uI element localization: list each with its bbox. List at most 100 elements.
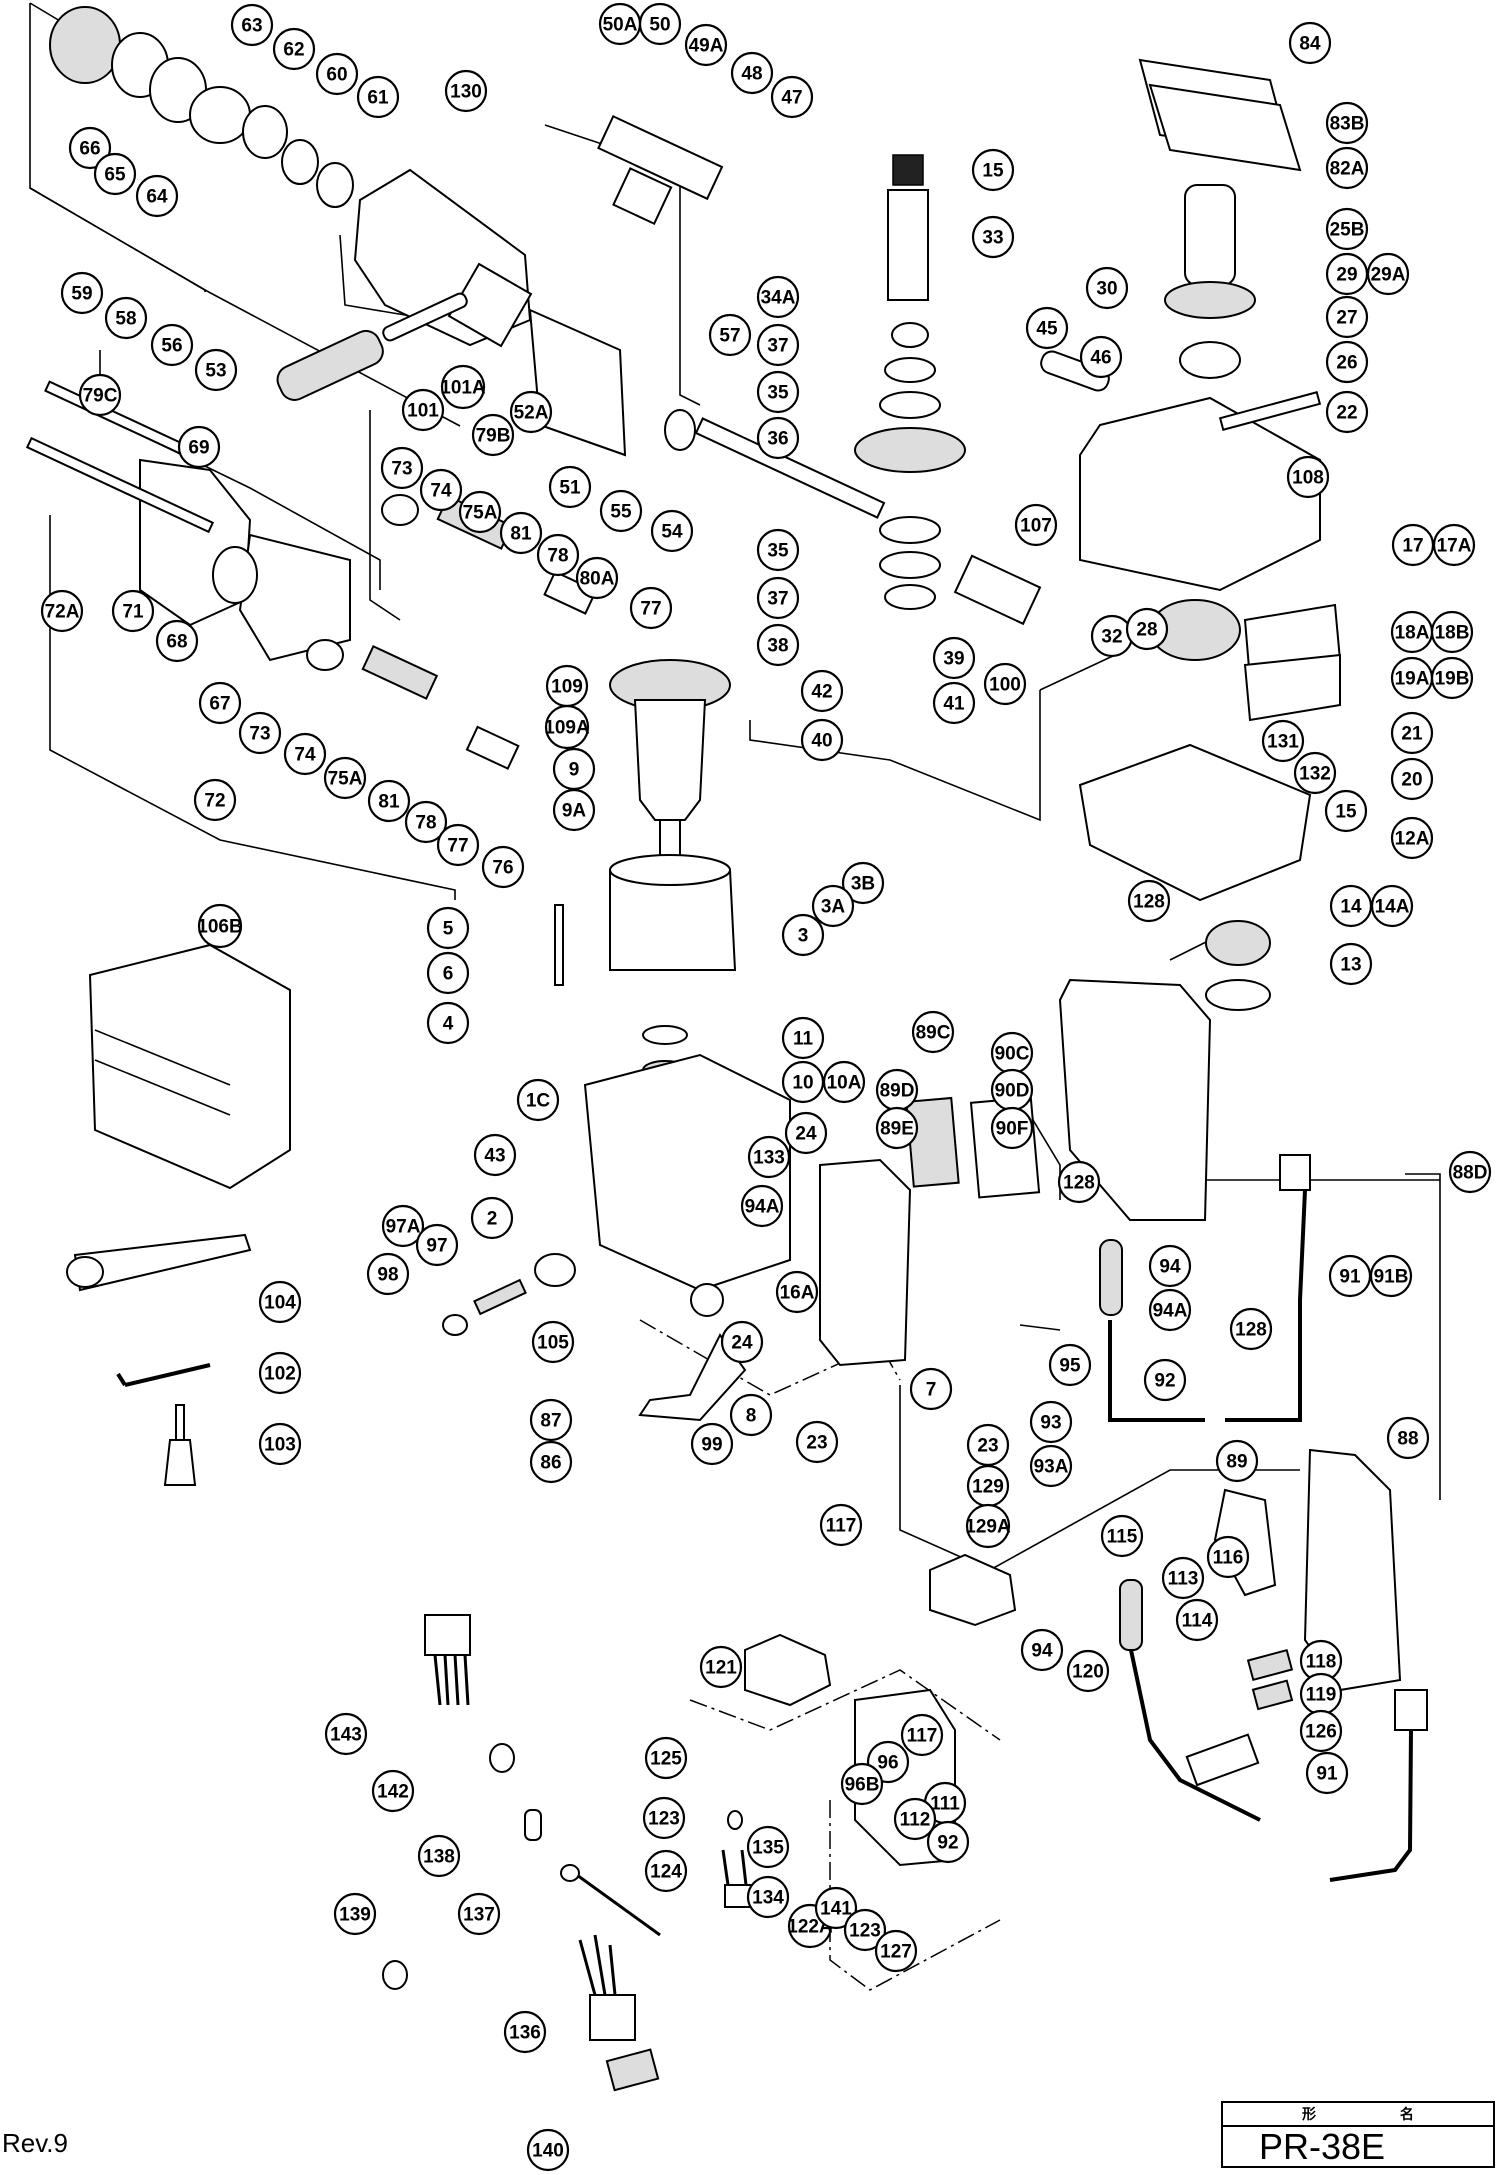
callout-circle: [471, 413, 515, 457]
callout-141: 141: [814, 1886, 858, 1930]
callout-35: 35: [756, 370, 800, 414]
callout-circle: [926, 1820, 970, 1864]
callout-label: 83B: [1330, 114, 1365, 135]
callout-circle: [544, 704, 590, 750]
callout-circle: [68, 126, 112, 170]
callout-20: 20: [1390, 757, 1434, 801]
callout-label: 134: [752, 1888, 784, 1909]
callout-label: 90D: [995, 1081, 1030, 1102]
callout-circle: [283, 732, 327, 776]
callout-54: 54: [650, 509, 694, 553]
callout-circle: [781, 1016, 825, 1060]
callout-61: 61: [356, 75, 400, 119]
callout-104: 104: [258, 1280, 302, 1324]
callout-label: 140: [532, 2141, 564, 2162]
callout-circle: [473, 1133, 517, 1177]
callout-label: 53: [205, 361, 226, 382]
callout-circle: [740, 1184, 784, 1228]
callout-label: 89D: [880, 1081, 915, 1102]
callout-label: 35: [767, 383, 789, 404]
callout-label: 10: [792, 1073, 813, 1094]
callout-117: 117: [900, 1713, 944, 1757]
callout-label: 94: [1159, 1257, 1181, 1278]
callout-label: 123: [849, 1921, 881, 1942]
callout-label: 3: [798, 926, 809, 947]
callout-78: 78: [404, 800, 448, 844]
callout-circle: [503, 2010, 547, 2054]
callout-label: 14A: [1375, 897, 1410, 918]
callout-label: 109A: [544, 718, 590, 739]
callout-circle: [1366, 252, 1410, 296]
callout-label: 98: [377, 1265, 398, 1286]
title-block: 形 名 PR-38E: [1221, 2101, 1495, 2168]
callout-26: 26: [1325, 340, 1369, 384]
callout-circle: [840, 1762, 884, 1806]
callout-label: 25B: [1330, 220, 1365, 241]
callout-circle: [822, 1060, 866, 1104]
callout-label: 131: [1267, 732, 1299, 753]
callout-18A: 18A: [1390, 610, 1434, 654]
callout-label: 50A: [603, 15, 638, 36]
callout-90C: 90C: [990, 1031, 1034, 1075]
callout-37: 37: [756, 323, 800, 367]
callout-circle: [874, 1929, 918, 1973]
callout-84: 84: [1288, 21, 1332, 65]
callout-1C: 1C: [516, 1078, 560, 1122]
callout-72A: 72A: [40, 589, 84, 633]
callout-label: 120: [1072, 1662, 1104, 1683]
callout-circle: [1329, 942, 1373, 986]
callout-24: 24: [784, 1111, 828, 1155]
callout-113: 113: [1161, 1556, 1205, 1600]
callout-label: 75A: [328, 769, 363, 790]
callout-98: 98: [366, 1252, 410, 1296]
callout-label: 19B: [1435, 669, 1470, 690]
callout-79C: 79C: [78, 373, 122, 417]
callout-label: 81: [378, 792, 400, 813]
callout-circle: [1430, 610, 1474, 654]
callout-circle: [529, 1398, 573, 1442]
callout-label: 39: [943, 649, 964, 670]
callout-91B: 91B: [1369, 1254, 1413, 1298]
callout-label: 130: [450, 82, 482, 103]
callout-label: 88D: [1453, 1163, 1488, 1184]
callout-circle: [1325, 340, 1369, 384]
callout-label: 48: [741, 64, 762, 85]
callout-29: 29: [1325, 252, 1369, 296]
callout-6: 6: [426, 951, 470, 995]
callout-123: 123: [642, 1796, 686, 1840]
part-121-cap: [744, 1633, 832, 1707]
callout-label: 89E: [880, 1119, 914, 1140]
callout-24: 24: [720, 1320, 764, 1364]
callout-circle: [1369, 1254, 1413, 1298]
callout-57: 57: [708, 313, 752, 357]
callout-label: 107: [1020, 516, 1052, 537]
callout-circle: [1390, 711, 1434, 755]
callout-label: 50: [649, 15, 670, 36]
callout-87: 87: [529, 1398, 573, 1442]
callout-circle: [1324, 789, 1368, 833]
callout-label: 30: [1096, 279, 1117, 300]
callout-22: 22: [1325, 390, 1369, 434]
part-66-clutch-nut: [49, 6, 121, 84]
callout-label: 7: [926, 1380, 937, 1401]
callout-circle: [983, 662, 1027, 706]
callout-circle: [746, 1825, 790, 1869]
callout-81: 81: [367, 779, 411, 823]
callout-circle: [971, 215, 1015, 259]
callout-label: 15: [1335, 802, 1357, 823]
part-88D-handle: [1058, 978, 1212, 1221]
callout-circle: [575, 556, 619, 600]
callout-circle: [684, 23, 728, 67]
callout-circle: [784, 1111, 828, 1155]
callout-circle: [1325, 390, 1369, 434]
callout-label: 74: [430, 481, 452, 502]
callout-label: 11: [793, 1029, 814, 1050]
callout-circle: [990, 1106, 1034, 1150]
callout-label: 74: [294, 745, 316, 766]
callout-9A: 9A: [552, 788, 596, 832]
callout-label: 21: [1401, 724, 1423, 745]
callout-label: 37: [767, 589, 788, 610]
callout-label: 139: [339, 1905, 371, 1926]
callout-circle: [875, 1106, 919, 1150]
callout-label: 33: [982, 228, 1003, 249]
